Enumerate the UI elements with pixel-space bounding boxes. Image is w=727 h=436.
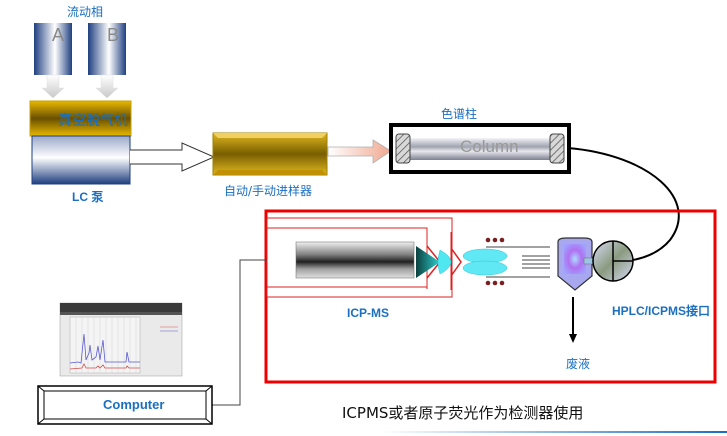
rf-coil-dots [485,237,505,286]
interface-valve [592,240,634,282]
tubing-column-to-interface [567,147,680,263]
chromatogram-trace-red [69,363,140,370]
interface-label: HPLC/ICPMS接口 [612,304,711,318]
reservoir-a [34,23,72,75]
waste-arrowhead [569,334,577,343]
interface-cone-2 [450,247,462,277]
reservoir-b [88,23,126,75]
reservoir-a-label: A [52,25,65,45]
column-inner-text: Column [460,137,519,156]
computer-label: Computer [103,397,165,412]
torch-tubes [486,246,550,278]
icpms-label: ICP-MS [347,306,389,320]
data-cable [212,259,267,406]
spray-chamber-inner [564,244,586,274]
footer-rule [380,431,727,433]
degasser-label: 真空脱气机 [58,113,128,129]
waste-label: 废液 [566,357,591,371]
sampler-cone [416,246,440,278]
column-end-left [395,133,411,164]
chromatogram-trace-blue [69,333,140,364]
plasma [462,248,508,276]
detector-highlight-box [264,209,717,384]
mobile-phase-label: 流动相 [67,5,104,19]
lens [437,249,452,275]
reservoir-b-label: B [107,25,120,45]
caption: ICPMS或者原子荧光作为检测器使用 [342,404,584,422]
autosampler-box [212,132,328,176]
autosampler-label: 自动/手动进样器 [224,184,313,198]
arrow-down-b [95,74,119,99]
column-title: 色谱柱 [441,107,478,121]
icpms-mass-analyzer [295,241,415,279]
pump-body [31,135,131,185]
column-end-right [549,133,565,164]
software-screenshot [59,302,183,377]
arrow-injector-to-column [327,139,392,164]
arrow-pump-to-injector [130,142,216,172]
computer-box [37,385,213,425]
arrow-down-a [41,74,65,99]
pump-label: LC 泵 [72,190,104,204]
